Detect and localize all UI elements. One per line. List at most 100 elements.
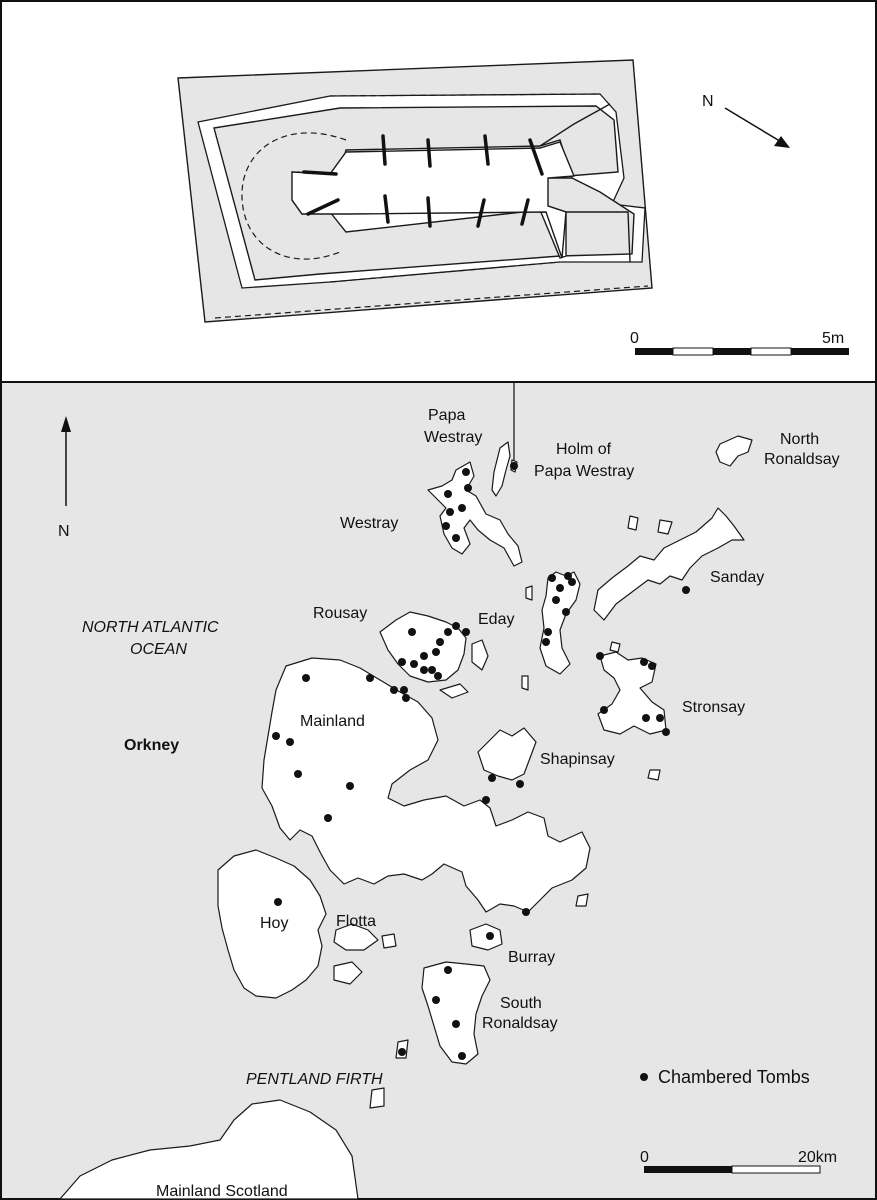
island-label: Eday [478,611,514,628]
legend-label: Chambered Tombs [658,1067,810,1087]
chambered-tomb-marker [346,782,354,790]
island-label: Burray [508,949,555,966]
island-north-ronaldsay [715,435,753,467]
chambered-tomb-marker [398,658,406,666]
entrance-wall-south [566,211,631,263]
cairn-base-dashed [214,285,649,319]
chambered-tomb-marker [556,584,564,592]
chambered-tomb-marker [274,898,282,906]
map-sea [0,381,877,1200]
chambered-tomb-marker [488,774,496,782]
chambered-tomb-marker [548,574,556,582]
chambered-tomb-marker [542,638,550,646]
islet [381,933,397,949]
stone [426,196,432,228]
island-label: Hoy [260,915,288,932]
chambered-tomb-marker [562,608,570,616]
chambered-tomb-marker [302,674,310,682]
region-label-orkney: Orkney [124,737,179,754]
chambered-tomb-marker [648,662,656,670]
islands [59,435,753,1200]
island-burray [469,923,503,951]
stone [306,198,340,216]
island-label: Westray [424,429,482,446]
chambered-tomb-marker [400,686,408,694]
chambered-tomb-marker [444,490,452,498]
chambered-tomb-marker [294,770,302,778]
plan-scale-end: 5m [822,330,844,347]
chambered-tomb-marker [486,932,494,940]
chambered-tomb-marker [510,462,518,470]
islet [627,515,639,531]
plan-north-arrow: N [702,93,790,148]
stone [381,134,387,166]
chambered-tomb-marker [656,714,664,722]
islet [439,683,469,699]
chambered-tomb-marker [552,596,560,604]
chambered-tomb-marker [444,628,452,636]
island-label: Shapinsay [540,751,615,768]
stone [476,198,486,228]
sea-label: OCEAN [130,641,187,658]
islet [657,519,673,535]
chambered-tomb-marker [432,648,440,656]
chambered-tomb-marker [402,694,410,702]
island-label: South [500,995,542,1012]
chambered-tomb-marker [436,638,444,646]
entrance-wall-north [539,103,611,147]
chambered-tomb-marker [662,728,670,736]
chambered-tomb-marker [398,1048,406,1056]
island-label: Rousay [313,605,367,622]
stone [383,194,390,224]
island-label: Holm of [556,441,612,458]
chambered-tomb-marker [462,468,470,476]
island-label: Stronsay [682,699,745,716]
chambered-tomb-marker [462,628,470,636]
chambered-tomb-marker [544,628,552,636]
chambered-tomb-marker [516,780,524,788]
chambered-tomb-marker [596,652,604,660]
chambered-tomb-marker [452,622,460,630]
plan-north-label: N [702,93,714,110]
chambered-tomb-marker [444,966,452,974]
stone [528,138,544,176]
stone [302,170,338,176]
map-north-arrow: N [58,416,71,540]
sea-label: PENTLAND FIRTH [246,1071,383,1088]
map-scale-bar: 0 20km [640,1149,837,1174]
map-scale-start: 0 [640,1149,649,1166]
chambered-tomb-markers [272,462,690,1060]
island-mainland [261,657,591,913]
island-label: Flotta [336,913,376,930]
legend: Chambered Tombs [640,1067,810,1087]
island-label: Ronaldsay [482,1015,558,1032]
islet [333,961,363,985]
chambered-tomb-marker [366,674,374,682]
chambered-tomb-marker [482,796,490,804]
chambered-tomb-marker [452,1020,460,1028]
island-label: North [780,431,819,448]
chambered-tomb-marker [324,814,332,822]
chambered-tomb-marker [420,666,428,674]
map-panel: N Orkney NORTH ATLANTIC OCEAN PENTLAND F… [0,381,877,1200]
chambered-tomb-marker [600,706,608,714]
island-westray [427,461,523,567]
island-south-ronaldsay [421,961,491,1065]
chambered-tomb-marker [640,658,648,666]
island-label: Mainland Scotland [156,1183,288,1200]
island-sanday [593,507,745,621]
sea-label: NORTH ATLANTIC [82,619,219,636]
upright-stones [302,134,544,228]
map-north-label: N [58,523,70,540]
chambered-tomb-marker [432,996,440,1004]
islet [575,893,589,907]
chambered-tomb-marker [286,738,294,746]
chambered-tomb-marker [452,534,460,542]
stone [483,134,490,166]
chambered-tomb-marker [272,732,280,740]
islet [521,675,529,691]
chambered-tomb-marker [428,666,436,674]
mainland-scotland-coast [59,1099,359,1200]
chambered-tomb-marker [682,586,690,594]
